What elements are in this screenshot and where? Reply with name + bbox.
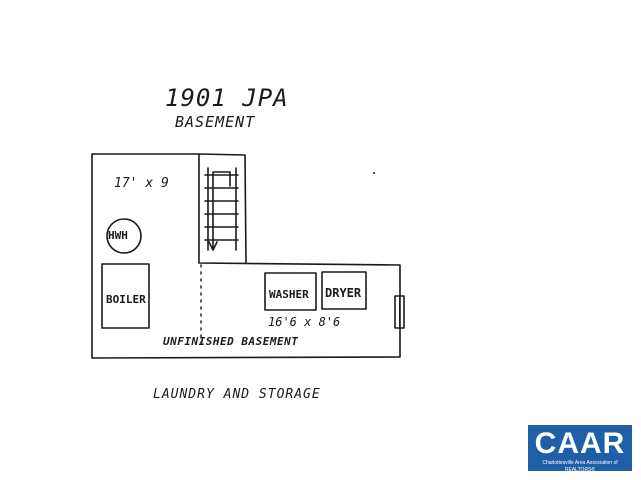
logo-text: CAAR <box>534 427 626 460</box>
plan-title: 1901 JPA <box>165 84 289 112</box>
stair-arrow <box>208 171 231 251</box>
logo-tagline: Charlottesville Area Association of REAL… <box>542 460 618 473</box>
stair-treads <box>204 167 239 251</box>
plan-caption: LAUNDRY AND STORAGE <box>153 387 321 402</box>
hot-water-heater-symbol <box>106 218 142 254</box>
dryer-symbol <box>321 271 367 310</box>
stray-mark <box>373 172 375 174</box>
washer-label: WASHER <box>269 288 309 301</box>
caar-logo: CAAR Charlottesville Area Association of… <box>528 425 632 473</box>
plan-subtitle: BASEMENT <box>175 113 256 131</box>
dryer-label: DRYER <box>325 286 362 300</box>
left-room-dimensions: 17' x 9 <box>114 176 169 191</box>
stair-enclosure <box>198 153 247 264</box>
hot-water-heater-label: HWH <box>108 229 128 242</box>
window-symbol <box>394 295 405 329</box>
washer-symbol <box>264 272 317 311</box>
right-room-dimensions: 16'6 x 8'6 <box>268 315 341 329</box>
unfinished-basement-label: UNFINISHED BASEMENT <box>163 335 299 348</box>
boiler-label: BOILER <box>106 293 146 306</box>
boiler-symbol <box>101 263 150 329</box>
